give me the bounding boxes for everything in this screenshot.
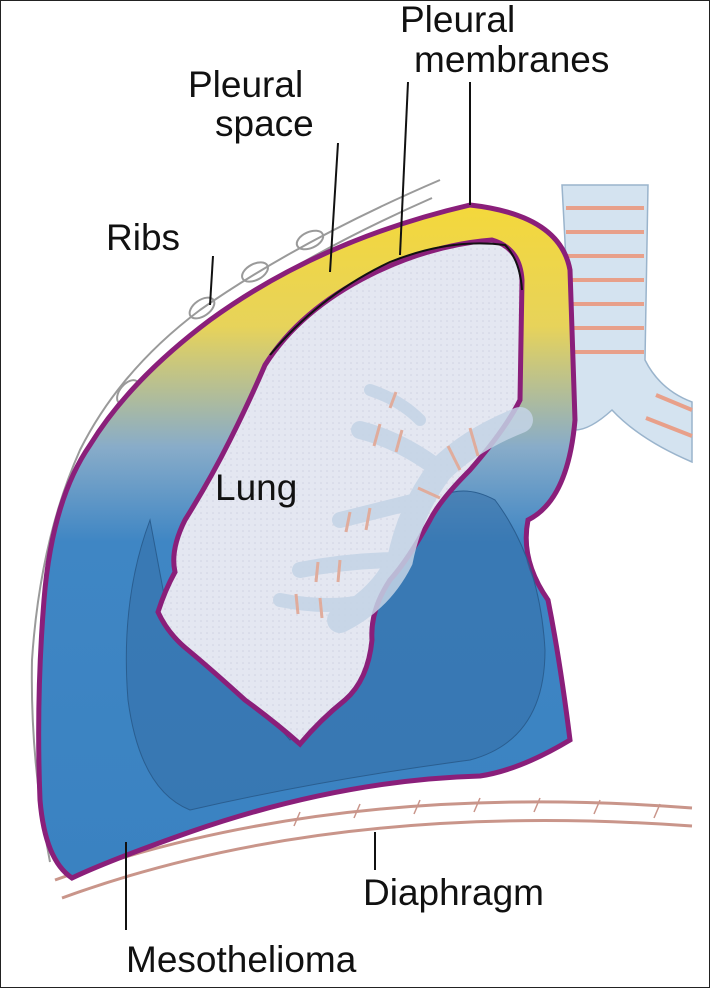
label-pleural-space-1: Pleural	[188, 64, 303, 105]
label-mesothelioma: Mesothelioma	[126, 939, 357, 980]
label-ribs: Ribs	[106, 217, 180, 258]
trachea	[562, 185, 692, 462]
label-pleural-membranes-1: Pleural	[400, 0, 515, 40]
label-pleural-space-2: space	[215, 103, 314, 144]
label-diaphragm: Diaphragm	[363, 872, 544, 913]
label-lung: Lung	[215, 467, 297, 508]
label-pleural-membranes-2: membranes	[414, 39, 609, 80]
